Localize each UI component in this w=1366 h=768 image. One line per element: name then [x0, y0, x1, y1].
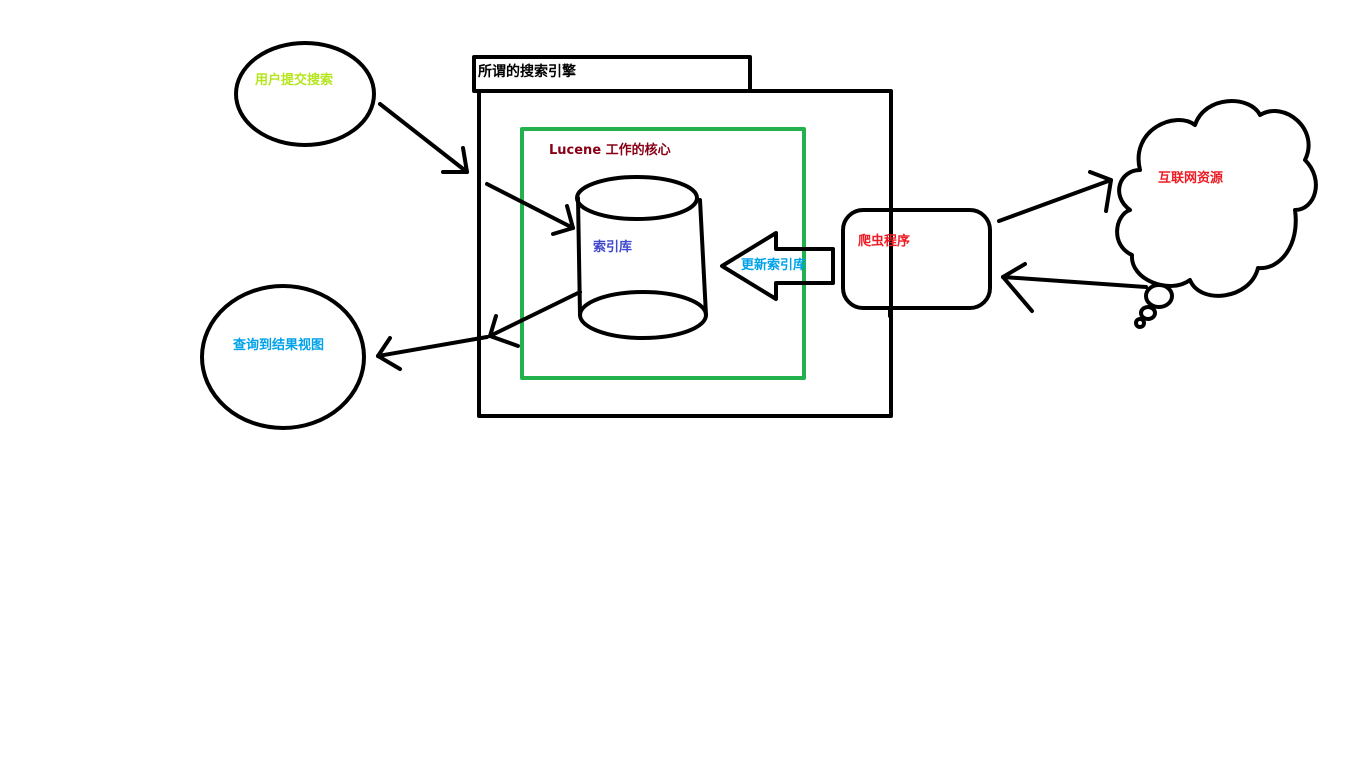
result-arrow [376, 335, 489, 371]
from-index-arrow [488, 290, 582, 348]
result-ellipse [200, 284, 366, 430]
user-search-arrow [378, 102, 469, 174]
user-search-ellipse [234, 41, 376, 147]
index-cylinder [575, 175, 708, 340]
core-box [520, 127, 806, 380]
crawler-box [841, 208, 992, 310]
crawler-label: 爬虫程序 [858, 234, 911, 249]
engine-title: 所谓的搜索引擎 [478, 64, 576, 80]
core-title: Lucene 工作的核心 [549, 143, 671, 158]
engine-box [477, 89, 893, 418]
internet-label: 互联网资源 [1158, 171, 1224, 186]
result-label: 查询到结果视图 [233, 338, 325, 353]
internet-to-crawler-arrow [1001, 262, 1148, 313]
update-index-arrow [720, 231, 835, 301]
internet-cloud [1115, 99, 1318, 298]
cloud-bubble-medium [1139, 305, 1157, 321]
crawler-to-internet-arrow [997, 170, 1113, 223]
cloud-bubble-small [1134, 317, 1146, 329]
to-index-arrow [485, 182, 575, 236]
cloud-bubble-large [1144, 283, 1174, 309]
user-search-label: 用户提交搜索 [255, 73, 334, 88]
index-label: 索引库 [593, 240, 633, 255]
update-index-label: 更新索引库 [741, 258, 807, 273]
